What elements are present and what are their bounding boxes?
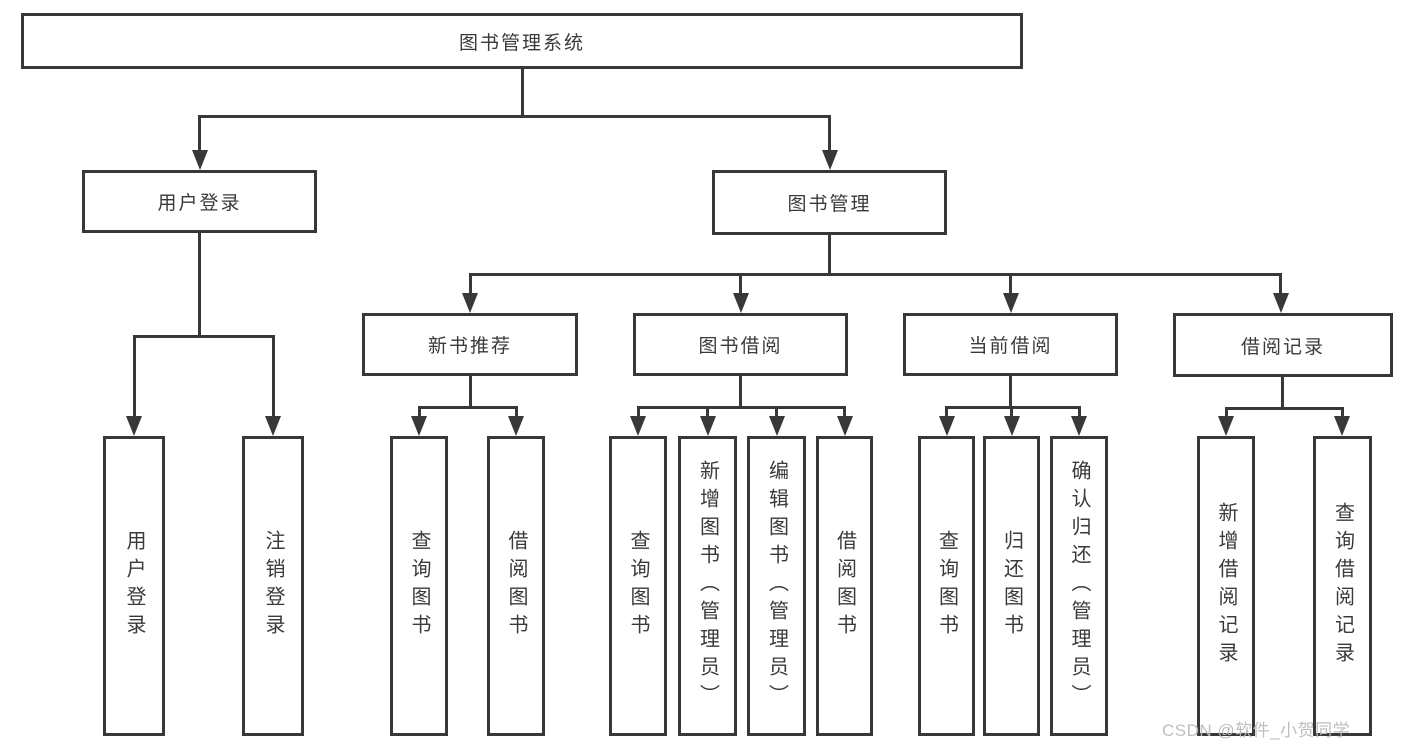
leaf-confirm-return-admin-label: 确认归还（管理员） — [1068, 460, 1090, 712]
connector-vline — [520, 69, 524, 115]
connector-vline — [828, 235, 831, 273]
arrow-down — [1218, 416, 1234, 436]
arrow-down — [265, 416, 281, 436]
connector-stub — [945, 406, 948, 416]
connector-hline — [636, 406, 846, 409]
node-new-book-recommend-label: 新书推荐 — [427, 336, 512, 357]
arrow-down — [191, 150, 208, 170]
arrow-down — [699, 416, 716, 436]
arrow-down — [411, 416, 427, 436]
node-book-management: 图书管理 — [712, 170, 947, 235]
connector-stub — [636, 406, 640, 416]
leaf-borrow-books-recommend: 借阅图书 — [487, 436, 545, 736]
node-current-borrow-label: 当前借阅 — [968, 336, 1053, 357]
connector-stub — [1077, 406, 1081, 416]
node-root: 图书管理系统 — [21, 13, 1023, 69]
leaf-borrow-books-recommend-label: 借阅图书 — [505, 530, 527, 642]
node-user-login-label: 用户登录 — [157, 193, 242, 214]
node-book-management-label: 图书管理 — [787, 194, 872, 215]
leaf-return-books: 归还图书 — [983, 436, 1040, 736]
node-borrow-records-label: 借阅记录 — [1240, 336, 1325, 358]
connector-stub — [271, 335, 275, 416]
arrow-down — [462, 293, 478, 313]
arrow-down — [126, 416, 142, 436]
connector-hline — [1224, 407, 1344, 410]
node-borrow-records: 借阅记录 — [1173, 313, 1393, 377]
node-book-borrow: 图书借阅 — [633, 313, 848, 376]
leaf-query-borrow-record-label: 查询借阅记录 — [1331, 502, 1354, 670]
node-book-borrow-label: 图书借阅 — [698, 336, 783, 357]
connector-vline — [1281, 377, 1284, 407]
watermark: CSDN @软件_小贺同学 — [1162, 721, 1351, 740]
leaf-borrow-books-2-label: 借阅图书 — [833, 530, 856, 642]
connector-stub — [775, 406, 778, 416]
connector-vline — [739, 376, 742, 406]
leaf-user-login-label: 用户登录 — [123, 530, 145, 642]
arrow-down — [508, 416, 524, 436]
connector-hline — [198, 115, 831, 118]
connector-stub — [828, 115, 831, 150]
node-new-book-recommend: 新书推荐 — [362, 313, 578, 376]
leaf-user-login: 用户登录 — [103, 436, 165, 736]
leaf-query-borrow-record: 查询借阅记录 — [1313, 436, 1372, 736]
arrow-down — [630, 416, 646, 436]
connector-hline — [132, 335, 275, 338]
leaf-add-book-admin: 新增图书（管理员） — [678, 436, 737, 736]
leaf-edit-book-admin-label: 编辑图书（管理员） — [765, 460, 788, 712]
connector-stub — [417, 406, 421, 416]
connector-stub — [468, 273, 472, 293]
connector-hline — [417, 406, 518, 409]
leaf-edit-book-admin: 编辑图书（管理员） — [747, 436, 806, 736]
connector-stub — [198, 115, 201, 150]
arrow-down — [1334, 416, 1350, 436]
arrow-down — [938, 416, 955, 436]
connector-vline — [1009, 376, 1012, 406]
arrow-down — [1071, 416, 1087, 436]
leaf-add-borrow-record: 新增借阅记录 — [1197, 436, 1255, 736]
leaf-borrow-books-2: 借阅图书 — [816, 436, 873, 736]
connector-stub — [1340, 407, 1344, 416]
arrow-down — [1002, 293, 1019, 313]
leaf-return-books-label: 归还图书 — [1000, 530, 1023, 642]
node-root-label: 图书管理系统 — [458, 32, 585, 54]
leaf-add-book-admin-label: 新增图书（管理员） — [696, 460, 719, 712]
connector-stub — [1224, 407, 1228, 416]
connector-hline — [945, 406, 1081, 409]
connector-vline — [198, 233, 201, 335]
node-current-borrow: 当前借阅 — [903, 313, 1118, 376]
arrow-down — [1003, 416, 1020, 436]
node-user-login: 用户登录 — [82, 170, 317, 233]
connector-stub — [739, 273, 742, 293]
leaf-query-books-borrow: 查询图书 — [609, 436, 667, 736]
leaf-query-books-current-label: 查询图书 — [935, 530, 958, 642]
connector-stub — [1009, 273, 1012, 293]
leaf-add-borrow-record-label: 新增借阅记录 — [1215, 502, 1237, 670]
arrow-down — [836, 416, 853, 436]
connector-stub — [706, 406, 709, 416]
leaf-confirm-return-admin: 确认归还（管理员） — [1050, 436, 1108, 736]
arrow-down — [821, 150, 838, 170]
leaf-query-books-recommend: 查询图书 — [390, 436, 448, 736]
leaf-query-books-borrow-label: 查询图书 — [627, 530, 649, 642]
leaf-query-books-recommend-label: 查询图书 — [408, 530, 430, 642]
leaf-query-books-current: 查询图书 — [918, 436, 975, 736]
leaf-logout: 注销登录 — [242, 436, 304, 736]
connector-stub — [132, 335, 136, 416]
connector-stub — [514, 406, 518, 416]
leaf-logout-label: 注销登录 — [262, 530, 284, 642]
connector-vline — [468, 376, 472, 406]
arrow-down — [732, 293, 749, 313]
connector-stub — [1010, 406, 1013, 416]
arrow-down — [1272, 293, 1289, 313]
arrow-down — [768, 416, 785, 436]
connector-hline — [468, 273, 1282, 276]
connector-stub — [1279, 273, 1282, 293]
connector-stub — [843, 406, 846, 416]
